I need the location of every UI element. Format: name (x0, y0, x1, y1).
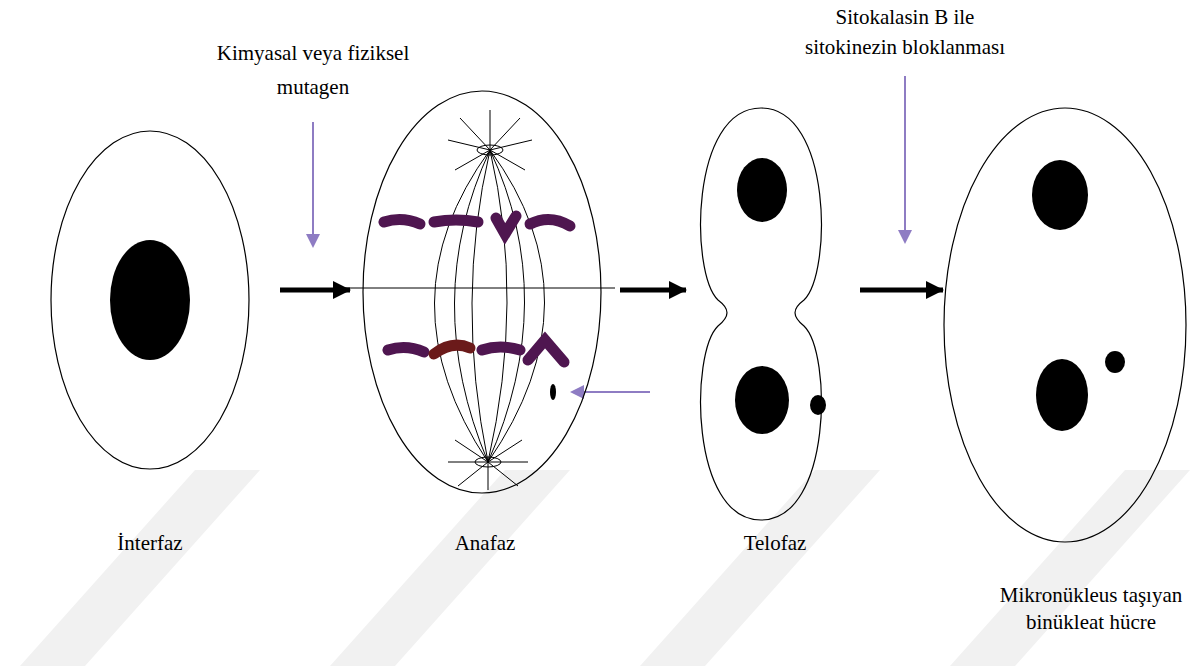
nucleus (110, 240, 190, 360)
cell-node: Mikronükleus taşıyan binükleat hücre (943, 107, 1187, 543)
cell-node: Anafaz (362, 90, 602, 494)
chromosome-fragment (550, 384, 556, 400)
cell-membrane (51, 131, 249, 469)
cell-outline (362, 90, 602, 494)
cell-node: İnterfaz (50, 130, 250, 470)
stage-label: Telofaz (744, 530, 807, 557)
annotation-text: Kimyasal veya fiziksel mutagen (202, 36, 424, 104)
cell-membrane (701, 108, 822, 520)
nucleus (1036, 359, 1088, 431)
nucleus (737, 158, 787, 222)
annotation-text: Sitokalasin B ile sitokinezin bloklanmas… (787, 2, 1023, 62)
treatment-arrow (312, 122, 314, 246)
cell-outline (690, 108, 832, 520)
cell-node: Telofaz (690, 108, 832, 520)
stage-label: Mikronükleus taşıyan binükleat hücre (986, 582, 1196, 637)
nucleus (1032, 160, 1088, 230)
spindle (345, 110, 615, 490)
nucleus (735, 366, 789, 434)
watermark-stripes (20, 470, 1190, 666)
treatment-arrow (904, 76, 906, 242)
cell-outline (50, 130, 250, 470)
cell-membrane (944, 108, 1186, 542)
fragment-pointer (572, 391, 650, 393)
stage-label: İnterfaz (117, 530, 182, 557)
process-arrow (860, 288, 943, 293)
cell-outline (943, 107, 1187, 543)
process-arrow (620, 288, 686, 293)
micronucleus (1105, 351, 1125, 373)
chromosomes (384, 216, 570, 362)
stage-label: Anafaz (455, 530, 516, 557)
cell-membrane (363, 91, 601, 493)
process-arrow (280, 288, 350, 293)
micronucleus (810, 395, 826, 415)
